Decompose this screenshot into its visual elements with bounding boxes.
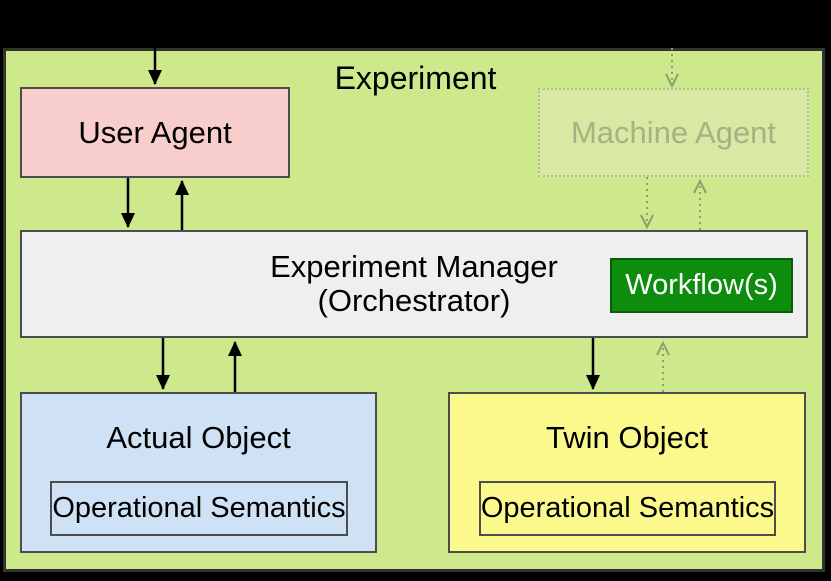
actual-object-node: Actual Object Operational Semantics xyxy=(20,392,377,553)
machine-agent-label: Machine Agent xyxy=(570,114,777,150)
experiment-manager-label-line1: Experiment Manager xyxy=(270,249,558,284)
workflow-node: Workflow(s) xyxy=(610,258,793,313)
twin-object-label: Twin Object xyxy=(546,419,708,455)
twin-object-node: Twin Object Operational Semantics xyxy=(448,392,806,553)
experiment-title-text: Experiment xyxy=(334,60,497,96)
experiment-manager-label-line2: (Orchestrator) xyxy=(317,283,511,318)
user-agent-node: User Agent xyxy=(20,87,290,178)
actual-object-label: Actual Object xyxy=(106,419,291,455)
experiment-title: Experiment xyxy=(0,60,831,97)
actual-operational-semantics-box: Operational Semantics xyxy=(50,481,348,536)
workflow-label: Workflow(s) xyxy=(625,269,778,301)
twin-operational-semantics-box: Operational Semantics xyxy=(478,481,777,536)
user-agent-label: User Agent xyxy=(78,114,232,150)
actual-operational-semantics-label: Operational Semantics xyxy=(52,492,346,524)
twin-operational-semantics-label: Operational Semantics xyxy=(480,492,775,524)
machine-agent-node: Machine Agent xyxy=(538,88,809,177)
